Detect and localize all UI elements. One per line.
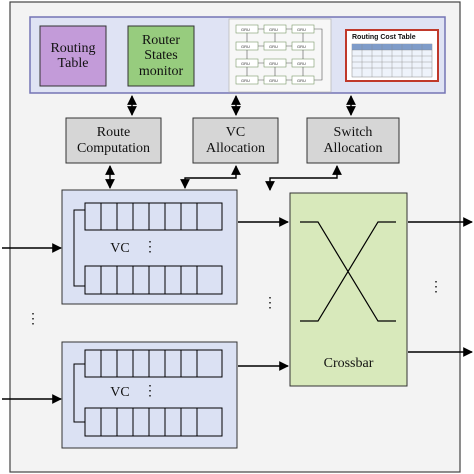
crossbar-x-symbol: [300, 221, 396, 322]
vc-bracket-bottom: [73, 363, 85, 423]
mini-node-label: GRU: [269, 78, 278, 83]
router-states-box: [127, 25, 195, 87]
mini-node-label: GRU: [297, 27, 306, 32]
switch-allocation-box: [306, 117, 400, 164]
mini-node-label: GRU: [297, 78, 306, 83]
routing-cost-table-thumbnail: [345, 29, 439, 82]
mini-node-label: GRU: [241, 78, 250, 83]
ports-ellipsis-right: ⋮: [429, 280, 443, 296]
switch-allocation-label: Switch Allocation: [323, 125, 383, 156]
ports-ellipsis-middle: ⋮: [263, 296, 277, 312]
vc-queue-bottom-2: [84, 407, 223, 437]
crossbar-box: [289, 192, 408, 387]
route-computation-box: [65, 117, 162, 164]
mini-node-label: GRU: [297, 61, 306, 66]
cost-table-title: Routing Cost Table: [352, 34, 416, 41]
mini-node-label: GRU: [269, 61, 278, 66]
mini-node-label: GRU: [269, 44, 278, 49]
crossbar-label: Crossbar: [323, 356, 374, 372]
vc-ellipsis-top: ⋮: [143, 240, 157, 256]
vc-allocation-box: [192, 117, 279, 164]
arrow-switch-crossbar: [265, 165, 342, 191]
mini-node-label: GRU: [241, 27, 250, 32]
vc-queue-top-2: [84, 265, 223, 295]
vc-allocation-label: VC Allocation: [205, 125, 266, 156]
vc-bracket-top: [73, 209, 85, 287]
routing-table-label: Routing Table: [50, 40, 96, 71]
vc-queue-bottom-1: [84, 349, 223, 378]
vc-queue-top-1: [84, 202, 223, 231]
mini-node-label: GRU: [297, 44, 306, 49]
routing-table-box: [39, 25, 107, 87]
vc-ellipsis-bottom: ⋮: [143, 384, 157, 400]
ports-ellipsis-left: ⋮: [26, 312, 40, 328]
vc-label-bottom: VC: [110, 385, 130, 401]
mini-node-label: GRU: [241, 44, 250, 49]
arrow-vc-buffer: [180, 165, 241, 189]
mini-node-label: GRU: [269, 27, 278, 32]
route-computation-label: Route Computation: [76, 125, 151, 156]
mini-node-label: GRU: [241, 61, 250, 66]
topology-graph-thumbnail: [228, 18, 332, 93]
router-states-label: Router States monitor: [138, 33, 184, 79]
vc-label-top: VC: [110, 241, 130, 257]
